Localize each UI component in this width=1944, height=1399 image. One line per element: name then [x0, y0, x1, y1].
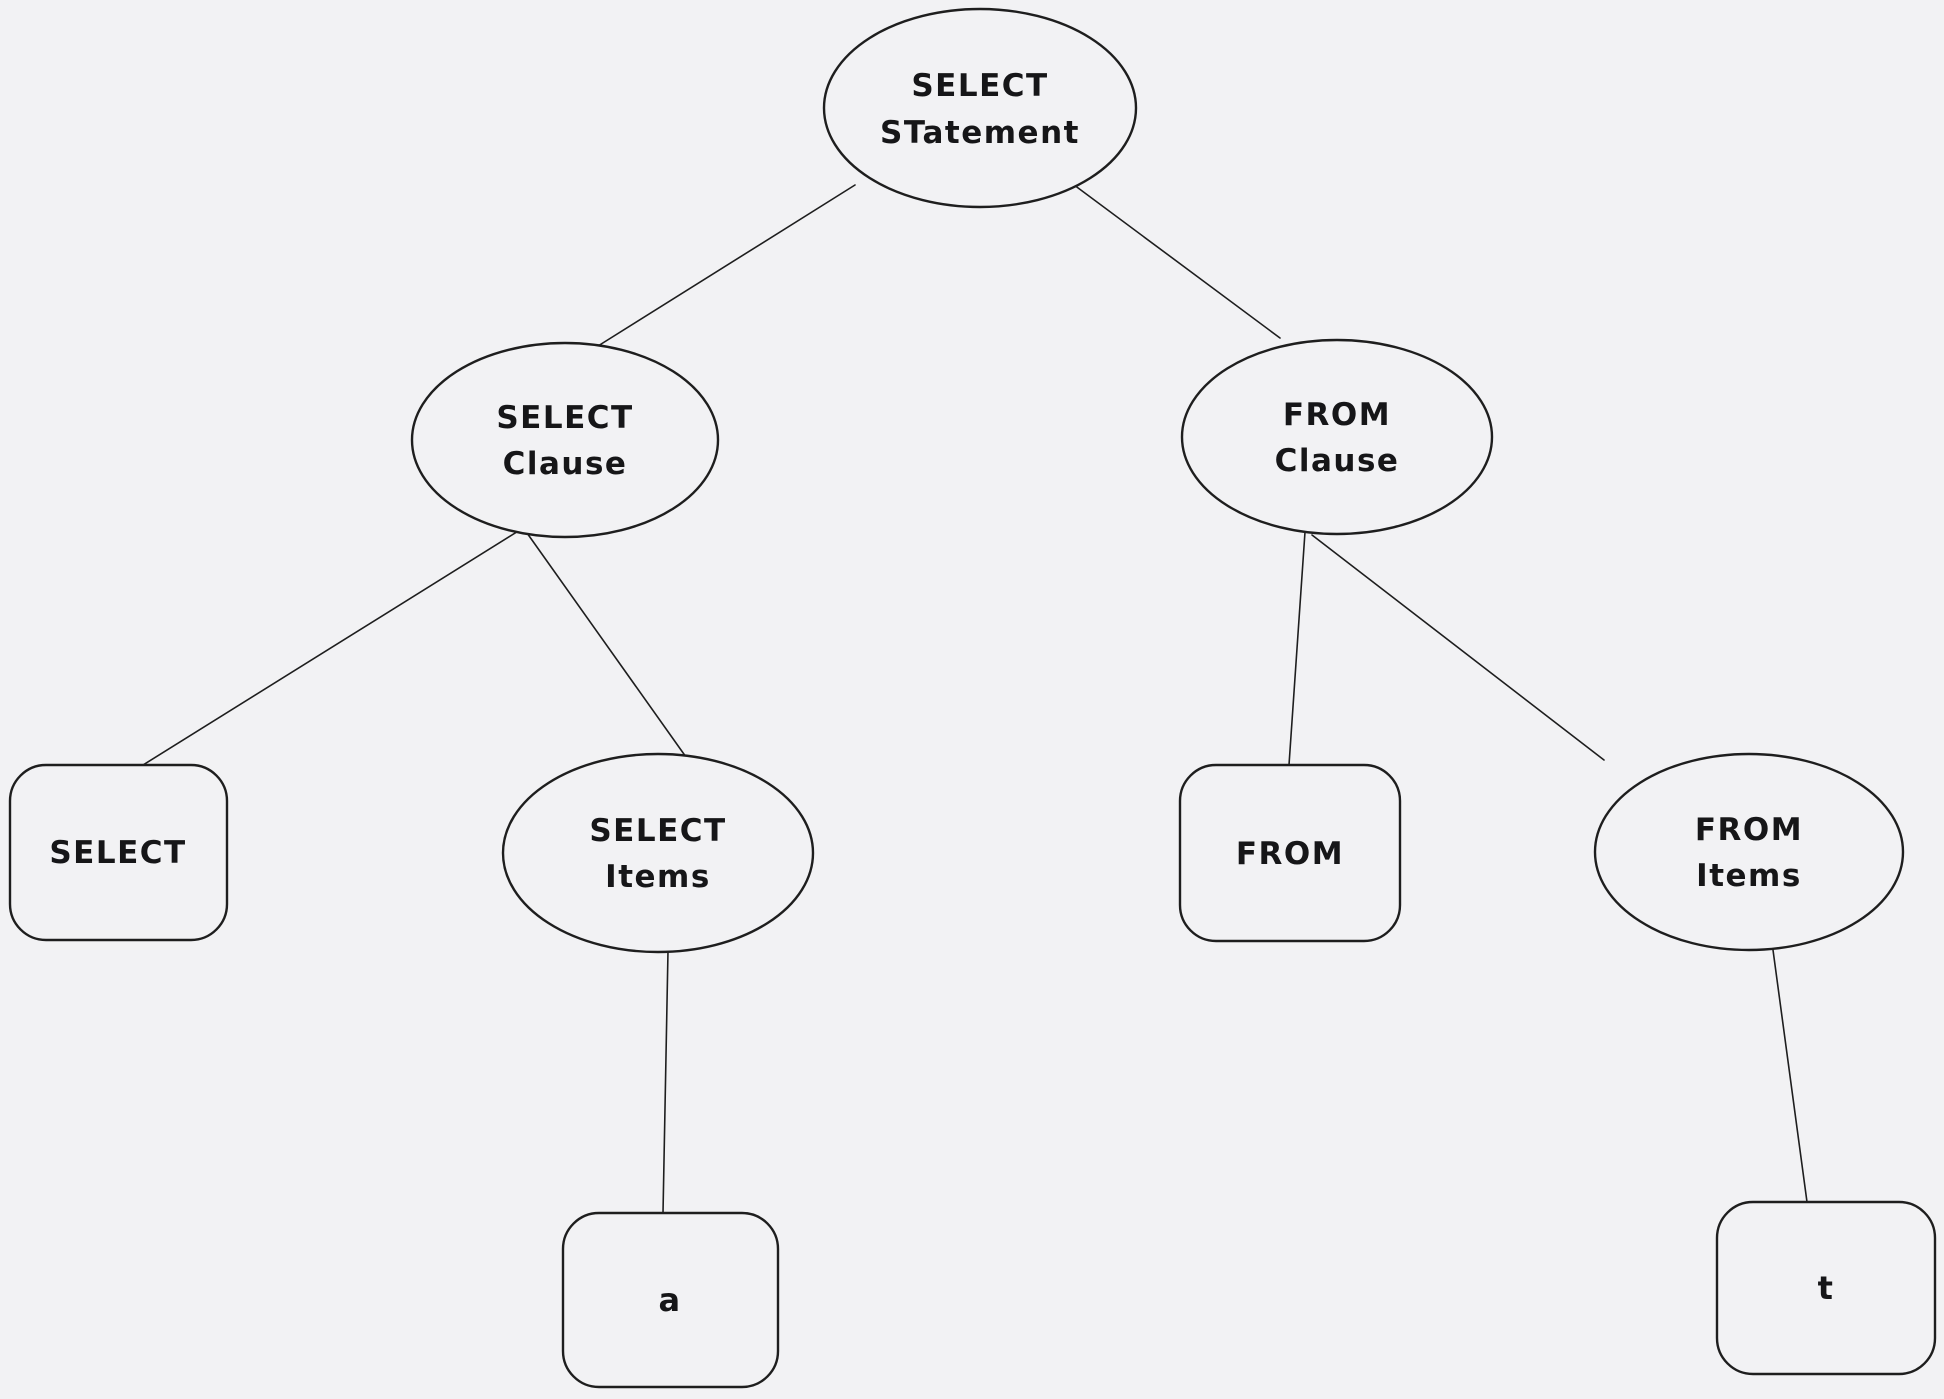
from-keyword-label: FROM [1236, 836, 1344, 872]
edge-from-clause-to-from-keyword [1288, 531, 1306, 766]
leaf-t-rectangle [1715, 1200, 1937, 1376]
select-items-label-line2: Items [605, 859, 711, 895]
select-items-ellipse [501, 752, 815, 954]
select-clause-label-line2: Clause [503, 446, 628, 482]
node-from-items: FROM Items [1593, 752, 1905, 952]
edge-select-clause-to-select-keyword [142, 529, 521, 766]
leaf-t-label: t [1818, 1269, 1835, 1307]
edge-select-statement-to-from-clause [1061, 175, 1281, 339]
edge-from-clause-to-from-items [1311, 534, 1605, 761]
from-clause-ellipse [1180, 338, 1494, 536]
edge-from-items-to-leaf-t [1772, 949, 1808, 1203]
from-items-label-line1: FROM [1695, 812, 1803, 848]
edge-layer [142, 175, 1808, 1214]
from-items-ellipse [1593, 752, 1905, 952]
from-keyword-rectangle [1178, 763, 1402, 943]
node-layer: SELECT STatement SELECT Clause FROM Clau… [8, 7, 1937, 1389]
select-statement-label-line2: STatement [880, 115, 1080, 151]
leaf-a-rectangle [561, 1211, 780, 1389]
select-clause-label-line1: SELECT [496, 400, 633, 436]
node-select-items: SELECT Items [501, 752, 815, 954]
select-statement-label-line1: SELECT [911, 68, 1048, 104]
edge-select-statement-to-select-clause [597, 184, 856, 347]
from-clause-label-line1: FROM [1283, 397, 1391, 433]
node-from-keyword: FROM [1178, 763, 1402, 943]
node-from-clause: FROM Clause [1180, 338, 1494, 536]
select-clause-ellipse [410, 341, 720, 539]
select-statement-ellipse [822, 7, 1138, 209]
select-keyword-rectangle [8, 763, 229, 942]
node-select-keyword: SELECT [8, 763, 229, 942]
edge-select-clause-to-select-items [526, 532, 687, 758]
node-leaf-a: a [561, 1211, 780, 1389]
select-keyword-label: SELECT [49, 835, 186, 871]
node-select-clause: SELECT Clause [410, 341, 720, 539]
leaf-a-label: a [658, 1281, 681, 1319]
from-items-label-line2: Items [1696, 858, 1802, 894]
edge-select-items-to-leaf-a [662, 950, 669, 1214]
from-clause-label-line2: Clause [1275, 443, 1400, 479]
select-items-label-line1: SELECT [589, 813, 726, 849]
node-leaf-t: t [1715, 1200, 1937, 1376]
node-select-statement: SELECT STatement [822, 7, 1138, 209]
